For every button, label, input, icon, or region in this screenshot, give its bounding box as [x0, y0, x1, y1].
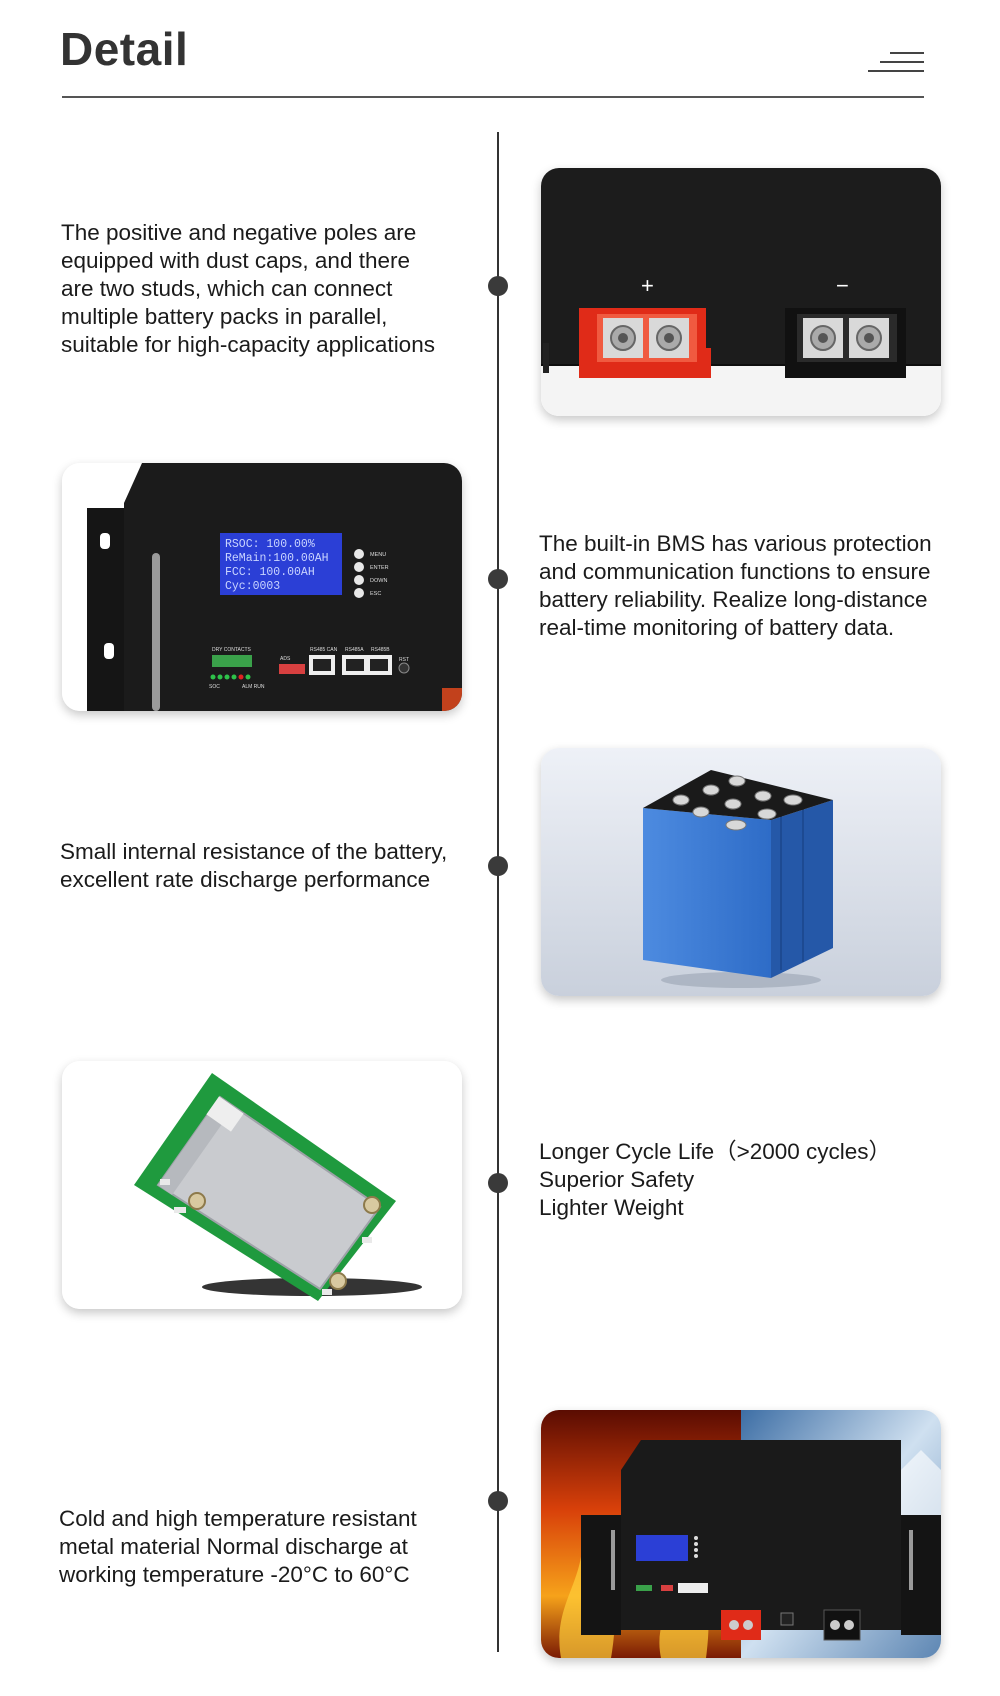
bms-circuit-board-photo: [62, 1061, 462, 1309]
feature-text-bms: The built-in BMS has various protection …: [539, 531, 932, 640]
alm-run-label: ALM RUN: [242, 684, 265, 690]
lcd-line-rsoc: RSOC: 100.00%: [225, 538, 315, 551]
battery-fire-ice-photo: [541, 1410, 941, 1658]
feature-text-temperature: Cold and high temperature resistant meta…: [59, 1506, 417, 1587]
timeline-dot: [488, 1173, 508, 1193]
minus-symbol: −: [836, 273, 849, 298]
lcd-line-remain: ReMain:100.00AH: [225, 552, 329, 565]
rs485b-label: RS485B: [371, 647, 390, 653]
timeline-dot: [488, 569, 508, 589]
header-divider: [62, 96, 924, 98]
timeline-dot: [488, 276, 508, 296]
enter-button-label: ENTER: [370, 565, 389, 571]
plus-symbol: +: [641, 273, 654, 298]
rst-label: RST: [399, 657, 409, 663]
feature-text-resistance: Small internal resistance of the battery…: [60, 839, 448, 892]
timeline-dot: [488, 856, 508, 876]
ads-label: ADS: [280, 656, 291, 662]
page-title: Detail: [60, 23, 189, 75]
battery-terminals-photo: + −: [541, 168, 941, 416]
down-button-label: DOWN: [370, 578, 387, 584]
timeline-line: [497, 132, 499, 1652]
battery-cells-photo: [541, 748, 941, 996]
feature-text-cycle-life: Longer Cycle Life（>2000 cycles） Superior…: [539, 1139, 892, 1220]
lcd-line-fcc: FCC: 100.00AH: [225, 566, 315, 579]
feature-text-terminals: The positive and negative poles are equi…: [61, 220, 435, 357]
rs485a-label: RS485A: [345, 647, 364, 653]
timeline-dot: [488, 1491, 508, 1511]
dry-contacts-label: DRY CONTACTS: [212, 647, 252, 653]
menu-button-label: MENU: [370, 552, 386, 558]
rs485-can-label: RS485 CAN: [310, 647, 338, 653]
esc-button-label: ESC: [370, 591, 381, 597]
bms-display-panel-photo: RSOC: 100.00% ReMain:100.00AH FCC: 100.0…: [62, 463, 462, 711]
menu-lines-icon[interactable]: [868, 48, 924, 78]
soc-label: SOC: [209, 684, 220, 690]
lcd-line-cyc: Cyc:0003: [225, 580, 280, 593]
